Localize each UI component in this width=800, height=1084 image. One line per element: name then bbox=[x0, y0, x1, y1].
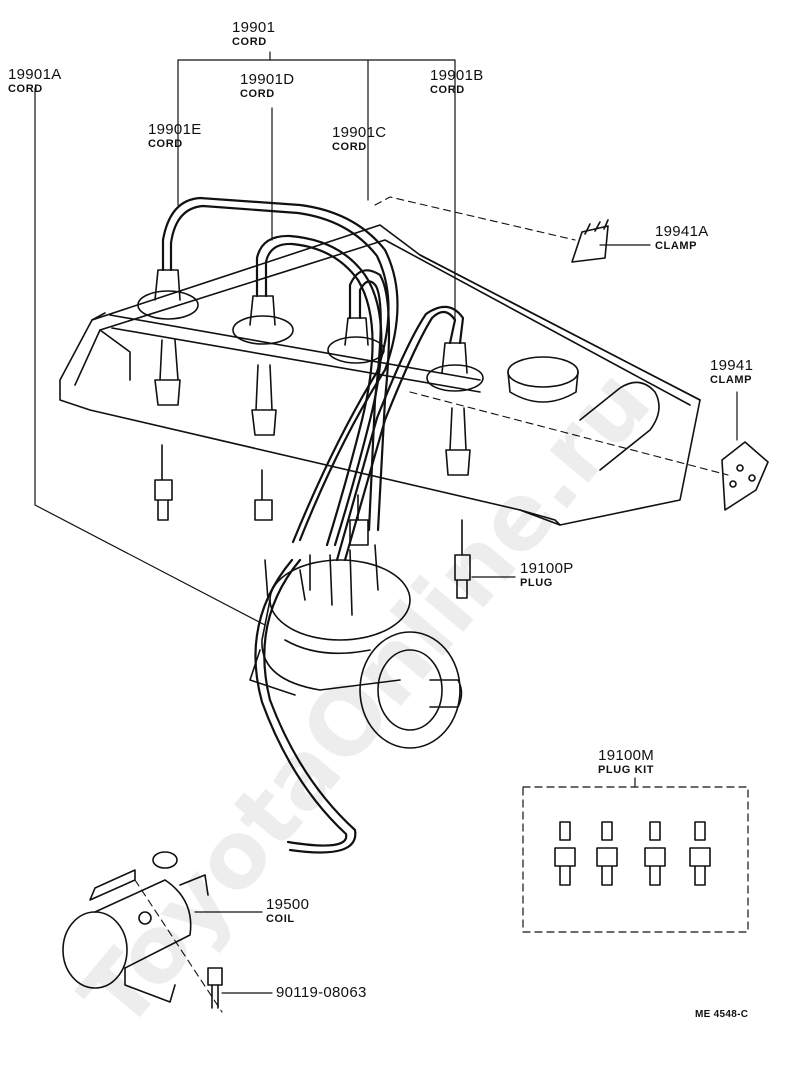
part-number: 19901C bbox=[332, 124, 387, 141]
part-name: CORD bbox=[232, 36, 267, 48]
part-label-clamp-a: 19941A CLAMP bbox=[655, 224, 709, 252]
part-number: 90119-08063 bbox=[276, 984, 367, 1001]
part-number: 19941A bbox=[655, 223, 709, 240]
part-number: 19901E bbox=[148, 121, 202, 138]
plug-kit-box bbox=[522, 786, 749, 933]
part-number: 19100P bbox=[520, 560, 574, 577]
part-label-bolt: 90119-08063 bbox=[276, 985, 367, 1000]
plug-towers bbox=[137, 269, 484, 476]
bolt bbox=[207, 967, 223, 1009]
part-name: COIL bbox=[266, 913, 295, 925]
part-name: CORD bbox=[8, 83, 43, 95]
part-name: CORD bbox=[332, 141, 367, 153]
part-label-cord-a: 19901A CORD bbox=[8, 67, 62, 95]
clamp-19941 bbox=[721, 441, 769, 511]
part-label-coil: 19500 COIL bbox=[266, 897, 309, 925]
diagram-reference: ME 4548-C bbox=[695, 1009, 749, 1020]
part-number: 19941 bbox=[710, 357, 754, 374]
part-name: PLUG bbox=[520, 577, 553, 589]
cords bbox=[161, 196, 465, 854]
part-label-cord-main: 19901 CORD bbox=[232, 20, 275, 48]
part-name: CORD bbox=[148, 138, 183, 150]
part-number: 19100M bbox=[598, 747, 655, 764]
valve-cover bbox=[59, 224, 701, 526]
part-number: 19901 bbox=[232, 19, 276, 36]
part-number: 19500 bbox=[266, 896, 310, 913]
clamp-dash-lines bbox=[134, 196, 729, 1013]
part-name: CLAMP bbox=[710, 374, 753, 386]
clamp-19941a bbox=[571, 219, 609, 263]
part-label-cord-e: 19901E CORD bbox=[148, 122, 202, 150]
plug-kit-spark-plugs bbox=[554, 821, 711, 886]
part-label-cord-d: 19901D CORD bbox=[240, 72, 294, 100]
part-name: CORD bbox=[430, 84, 465, 96]
part-number: 19901D bbox=[240, 71, 295, 88]
part-label-clamp: 19941 CLAMP bbox=[710, 358, 753, 386]
part-number: 19901B bbox=[430, 67, 484, 84]
engine-spark-plugs bbox=[154, 444, 471, 599]
part-number: 19901A bbox=[8, 66, 62, 83]
part-label-plug-kit: 19100M PLUG KIT bbox=[598, 748, 654, 776]
part-label-plug: 19100P PLUG bbox=[520, 561, 574, 589]
part-name: CORD bbox=[240, 88, 275, 100]
part-label-cord-c: 19901C CORD bbox=[332, 125, 386, 153]
part-name: CLAMP bbox=[655, 240, 698, 252]
part-name: PLUG KIT bbox=[598, 764, 655, 776]
part-label-cord-b: 19901B CORD bbox=[430, 68, 484, 96]
coil bbox=[62, 851, 209, 1003]
distributor bbox=[249, 544, 463, 749]
leader-lines bbox=[34, 51, 738, 994]
oil-cap bbox=[507, 356, 579, 403]
